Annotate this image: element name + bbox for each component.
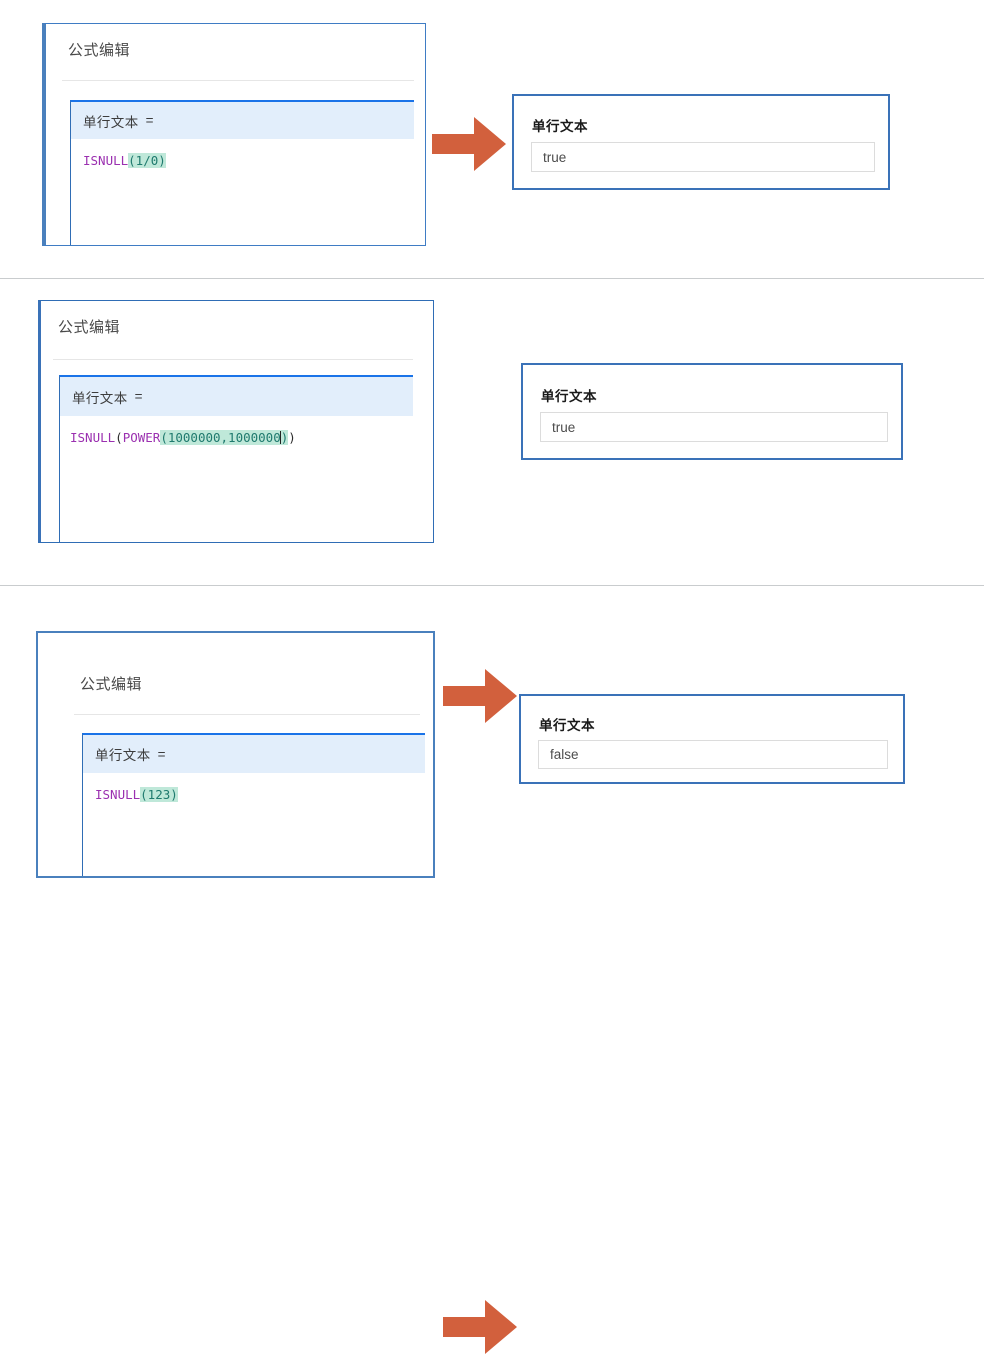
formula-token-outer-open-paren: ( [115, 430, 123, 445]
formula-token-args: (1000000,1000000 [160, 430, 281, 445]
result-card-3: 单行文本 false [519, 694, 905, 784]
formula-token-args: (123) [140, 787, 178, 802]
result-card-1: 单行文本 true [512, 94, 890, 190]
result-label-3: 单行文本 [539, 718, 595, 733]
field-label-2: 单行文本 [72, 390, 128, 406]
result-card-2: 单行文本 true [521, 363, 903, 460]
formula-editor-card-1: 公式编辑 单行文本 = ISNULL(1/0) [42, 23, 426, 246]
arrow-right-icon-1 [432, 117, 506, 171]
equals-sign-1: = [145, 113, 154, 128]
formula-token-function: ISNULL [95, 787, 141, 802]
card-title-1: 公式编辑 [68, 42, 131, 59]
card-title-3: 公式编辑 [80, 676, 143, 693]
card-divider-2 [53, 359, 413, 360]
formula-token-function: ISNULL [83, 153, 129, 168]
formula-input-area-3[interactable]: 单行文本 = ISNULL(123) [82, 733, 425, 876]
result-value-input-3[interactable]: false [538, 740, 888, 769]
formula-field-header-1: 单行文本 = [71, 102, 414, 139]
arrow-right-icon-3 [443, 1300, 517, 1354]
field-label-3: 单行文本 [95, 748, 151, 763]
example-row-3: 公式编辑 单行文本 = ISNULL(123) 单行文本 false [0, 586, 984, 1354]
result-label-1: 单行文本 [532, 119, 588, 134]
card-title-2: 公式编辑 [58, 319, 121, 336]
equals-sign-2: = [134, 389, 143, 404]
formula-token-outer-close-paren: ) [288, 430, 296, 445]
formula-editor-card-2: 公式编辑 单行文本 = ISNULL(POWER(1000000,1000000… [38, 300, 434, 543]
formula-expression-1[interactable]: ISNULL(1/0) [71, 139, 414, 168]
section-divider-1 [0, 278, 984, 279]
result-value-input-1[interactable]: true [531, 142, 875, 172]
formula-expression-2[interactable]: ISNULL(POWER(1000000,1000000)) [60, 416, 413, 445]
formula-editor-card-3: 公式编辑 单行文本 = ISNULL(123) [36, 631, 435, 878]
result-value-input-2[interactable]: true [540, 412, 888, 442]
formula-token-inner-close-paren: ) [280, 430, 289, 445]
formula-expression-3[interactable]: ISNULL(123) [83, 773, 425, 802]
formula-token-inner-function: POWER [122, 430, 161, 445]
formula-token-outer-function: ISNULL [70, 430, 116, 445]
formula-token-args: (1/0) [128, 153, 166, 168]
example-row-1: 公式编辑 单行文本 = ISNULL(1/0) 单行文本 true [0, 0, 984, 278]
formula-field-header-3: 单行文本 = [83, 735, 425, 773]
arrow-right-icon-2 [443, 669, 517, 723]
field-label-1: 单行文本 [83, 114, 139, 130]
card-divider-1 [62, 80, 414, 81]
equals-sign-3: = [157, 746, 166, 762]
card-divider-3 [74, 714, 420, 715]
result-label-2: 单行文本 [541, 389, 597, 404]
section-divider-2 [0, 585, 984, 586]
example-row-2: 公式编辑 单行文本 = ISNULL(POWER(1000000,1000000… [0, 279, 984, 723]
formula-input-area-1[interactable]: 单行文本 = ISNULL(1/0) [70, 100, 414, 245]
formula-field-header-2: 单行文本 = [60, 377, 413, 416]
formula-input-area-2[interactable]: 单行文本 = ISNULL(POWER(1000000,1000000)) [59, 375, 413, 542]
